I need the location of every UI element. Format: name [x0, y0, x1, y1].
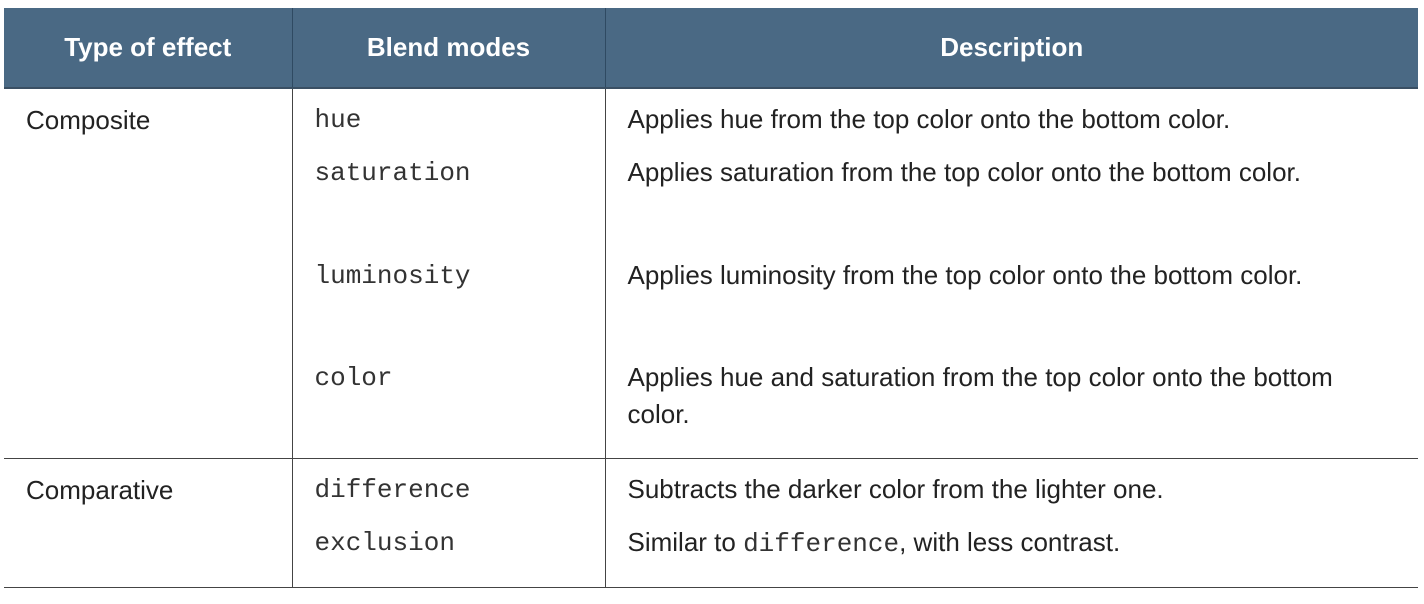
type-cell: Comparative — [4, 458, 293, 522]
type-cell: Composite — [4, 88, 293, 152]
header-blend-modes: Blend modes — [291, 8, 605, 88]
description-inline-code: difference — [743, 529, 900, 559]
description-cell: Subtracts the darker color from the ligh… — [627, 473, 1164, 504]
header-type-of-effect: Type of effect — [64, 32, 232, 62]
mode-code: saturation — [314, 158, 471, 188]
mode-code: exclusion — [314, 528, 455, 558]
description-text-after: , with less contrast. — [899, 527, 1121, 557]
blend-modes-table-wrapper: Type of effect Blend modes Description C… — [4, 8, 1418, 588]
table-row: Composite hue Applies hue from the top c… — [4, 88, 1418, 152]
description-cell: Applies luminosity from the top color on… — [627, 260, 1303, 290]
table-body: Composite hue Applies hue from the top c… — [4, 88, 1418, 588]
description-cell: Applies hue from the top color onto the … — [627, 104, 1231, 134]
table-row: exclusion Similar to difference, with le… — [4, 522, 1418, 588]
type-cell — [4, 522, 293, 588]
mode-cell: hue — [292, 88, 606, 152]
description-cell: Applies saturation from the top color on… — [627, 157, 1302, 187]
description-cell: Applies hue and saturation from the top … — [605, 357, 1418, 459]
mode-code: hue — [314, 105, 362, 135]
mode-cell: difference — [292, 458, 606, 522]
type-cell — [4, 357, 293, 459]
mode-code: difference — [314, 474, 471, 505]
header-description: Description — [604, 8, 1418, 88]
type-cell — [4, 255, 293, 357]
table-row: saturation Applies saturation from the t… — [4, 152, 1418, 255]
mode-code: color — [314, 363, 393, 393]
table-row: luminosity Applies luminosity from the t… — [4, 255, 1418, 357]
mode-cell: exclusion — [292, 522, 606, 588]
header-row: Type of effect Blend modes Description — [4, 8, 1418, 88]
mode-cell: color — [292, 357, 606, 459]
mode-cell: saturation — [292, 152, 606, 255]
description-cell: Similar to difference, with less contras… — [605, 522, 1418, 588]
blend-modes-table: Type of effect Blend modes Description C… — [4, 8, 1418, 588]
type-cell — [4, 152, 293, 255]
table-header: Type of effect Blend modes Description — [4, 8, 1418, 88]
mode-code: luminosity — [314, 261, 471, 291]
table-row: color Applies hue and saturation from th… — [4, 357, 1418, 459]
table-row: Comparative difference Subtracts the dar… — [4, 458, 1418, 522]
mode-cell: luminosity — [292, 255, 606, 357]
description-text-before: Similar to — [627, 527, 744, 557]
